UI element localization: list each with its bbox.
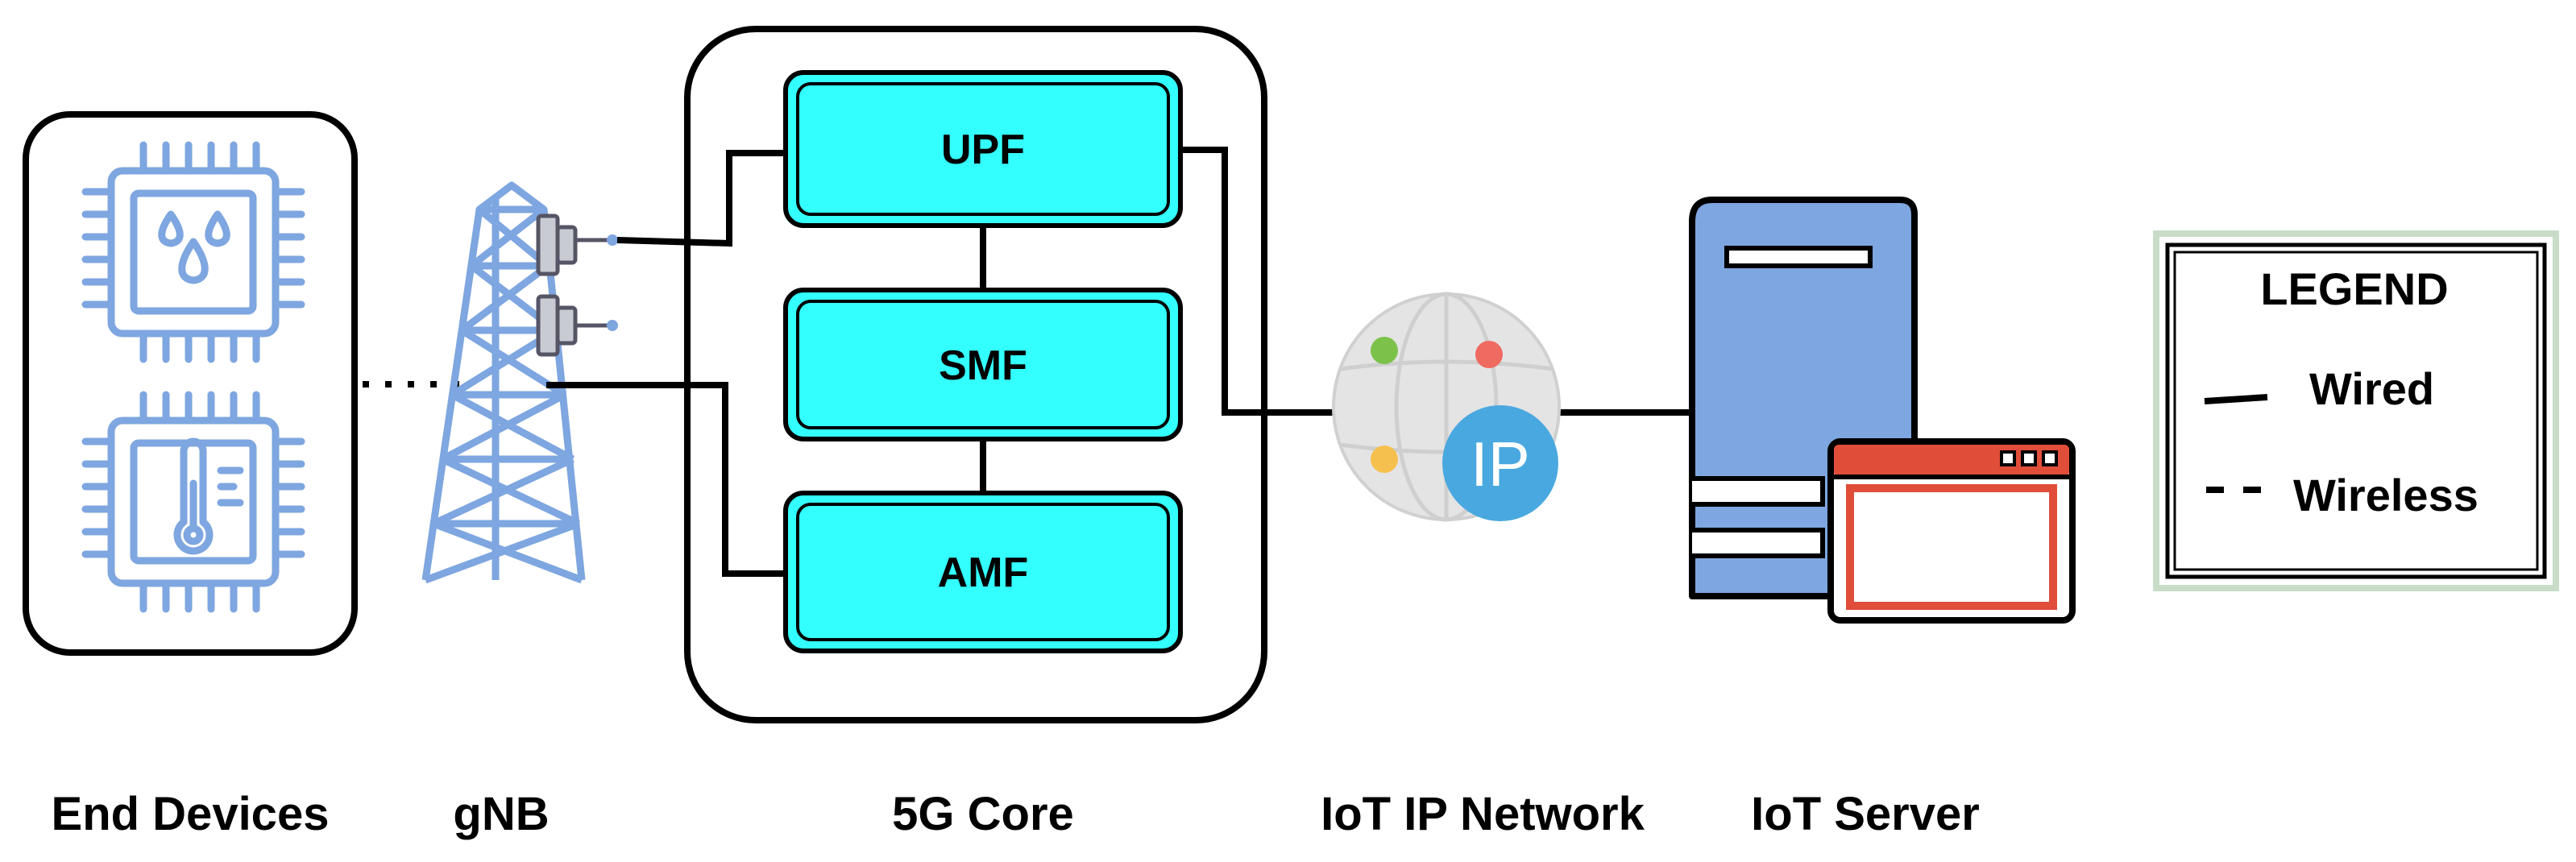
amf-box xyxy=(783,491,1183,653)
antenna-tip-lower xyxy=(607,320,618,331)
ip-badge: IP xyxy=(1442,405,1558,521)
upf-label: UPF xyxy=(941,126,1025,173)
caption-gnb: gNB xyxy=(453,788,549,840)
chip-water-icon xyxy=(81,141,305,363)
legend-wired-label: Wired xyxy=(2309,363,2434,414)
upf-box xyxy=(783,70,1183,228)
chip-thermometer-icon xyxy=(81,391,305,613)
wired-links xyxy=(546,147,1699,577)
antenna-icon xyxy=(536,213,612,357)
legend xyxy=(2153,230,2559,591)
amf-label: AMF xyxy=(938,549,1029,596)
antenna-tip-upper xyxy=(607,234,618,246)
legend-wired-sample xyxy=(2204,394,2268,404)
caption-iot-server: IoT Server xyxy=(1751,788,1980,840)
caption-iot-ip-network: IoT IP Network xyxy=(1321,788,1645,840)
legend-wireless-label: Wireless xyxy=(2293,470,2479,520)
browser-window-icon xyxy=(1827,438,2076,624)
server-icon xyxy=(1689,197,1918,599)
smf-box xyxy=(783,288,1183,441)
caption-end-devices: End Devices xyxy=(52,788,330,840)
core-box xyxy=(684,26,1267,723)
smf-label: SMF xyxy=(939,342,1027,389)
legend-title: LEGEND xyxy=(2260,263,2448,314)
svg-text:IP: IP xyxy=(1471,429,1530,499)
wireless-link xyxy=(363,381,459,387)
caption-5g-core: 5G Core xyxy=(892,788,1074,840)
